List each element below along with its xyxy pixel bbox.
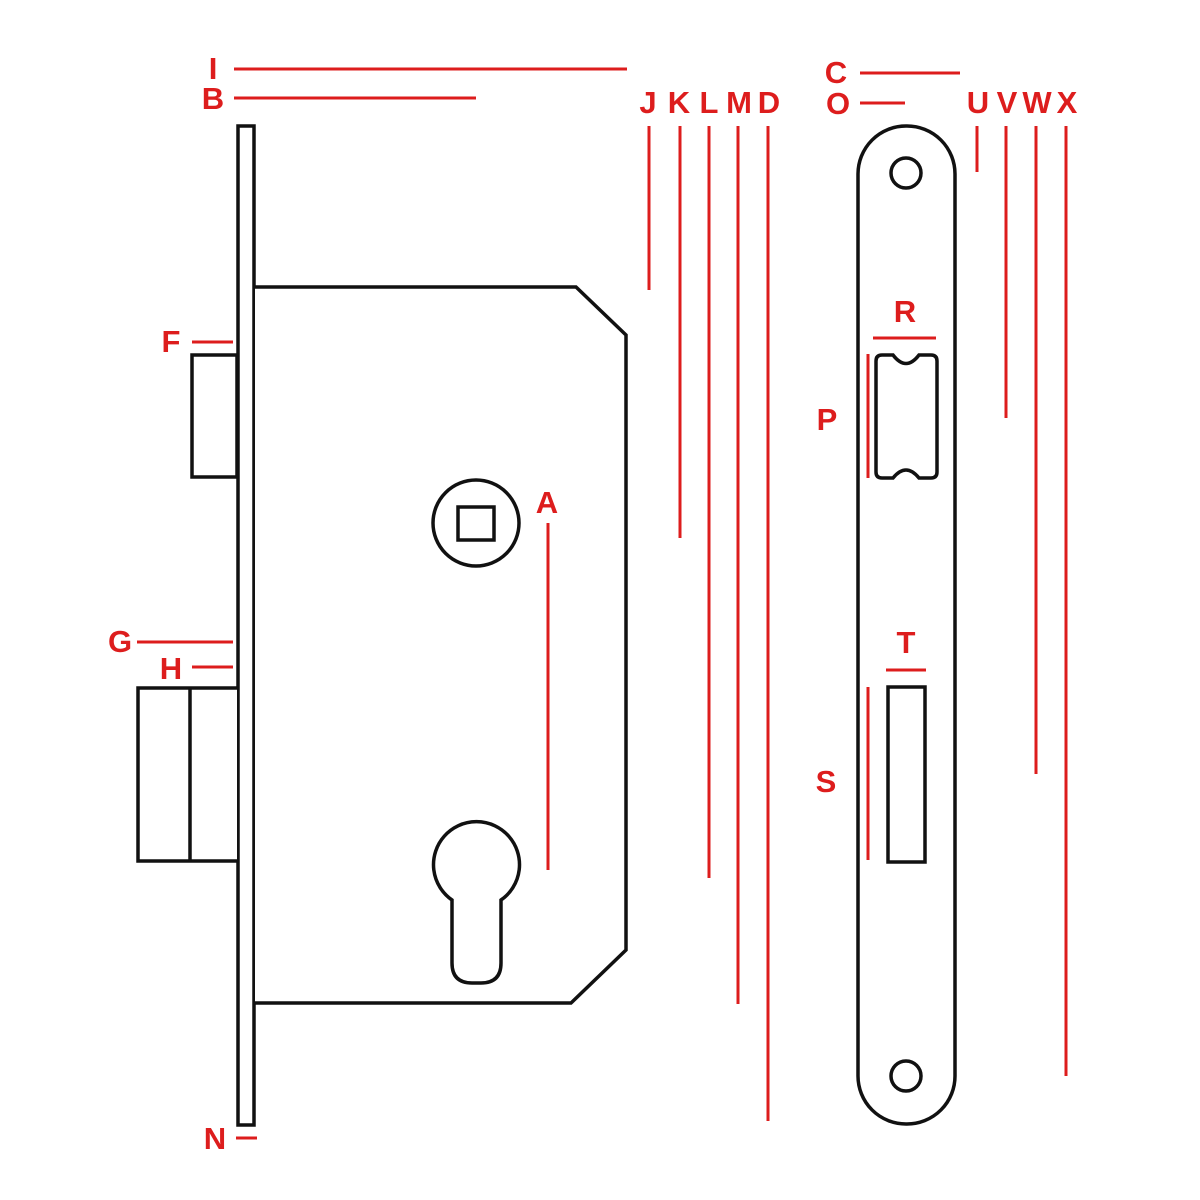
dead-bolt [136, 686, 237, 863]
lock-body-view [136, 124, 628, 1127]
dimension-lines [137, 67, 1068, 1140]
label-F: F [162, 324, 181, 359]
cylinder-keyhole [431, 819, 522, 985]
lock-case [255, 285, 628, 1005]
label-P: P [817, 402, 838, 437]
latch-opening [874, 353, 939, 480]
dimension-labels: I B J K L M D F A G H N C O U V W X R P … [108, 51, 1078, 1156]
square-spindle-hole [456, 505, 496, 542]
label-W: W [1022, 85, 1052, 120]
label-U: U [967, 85, 989, 120]
label-B: B [202, 81, 224, 116]
label-S: S [816, 764, 837, 799]
latch-bolt [190, 353, 239, 479]
label-G: G [108, 624, 132, 659]
label-T: T [897, 625, 916, 660]
label-R: R [894, 294, 916, 329]
label-K: K [668, 85, 691, 120]
label-V: V [997, 85, 1018, 120]
lock-faceplate [236, 124, 256, 1127]
label-J: J [639, 85, 656, 120]
label-M: M [726, 85, 752, 120]
label-H: H [160, 651, 182, 686]
bolt-opening [886, 685, 927, 864]
label-C: C [825, 55, 847, 90]
label-D: D [758, 85, 780, 120]
label-N: N [204, 1121, 226, 1156]
label-A: A [536, 485, 558, 520]
label-I: I [209, 51, 218, 86]
label-L: L [700, 85, 719, 120]
strike-plate-view [856, 124, 957, 1126]
screw-hole-top [889, 156, 923, 190]
label-O: O [826, 86, 850, 121]
screw-hole-bottom [889, 1059, 923, 1093]
label-X: X [1057, 85, 1078, 120]
